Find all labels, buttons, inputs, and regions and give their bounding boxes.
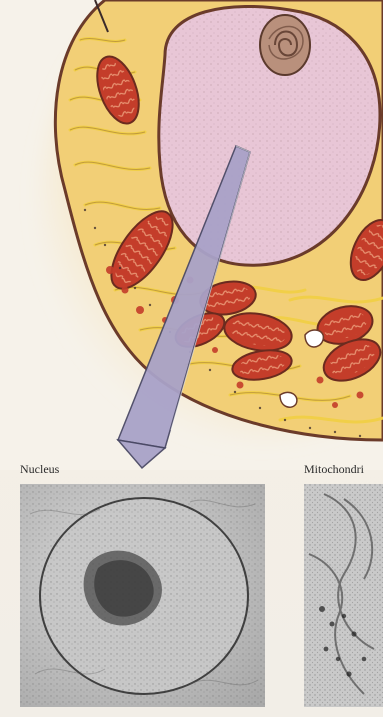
nucleus-caption: Nucleus xyxy=(20,463,59,475)
nucleolus xyxy=(260,15,310,75)
mitochondria-micrograph-svg xyxy=(304,484,383,707)
nucleus-micrograph xyxy=(20,484,265,707)
nucleus-micrograph-svg xyxy=(20,484,265,707)
mitochondria-micrograph xyxy=(304,484,383,707)
mitochondria-caption: Mitochondri xyxy=(304,463,364,475)
cell-illustration xyxy=(0,0,383,470)
